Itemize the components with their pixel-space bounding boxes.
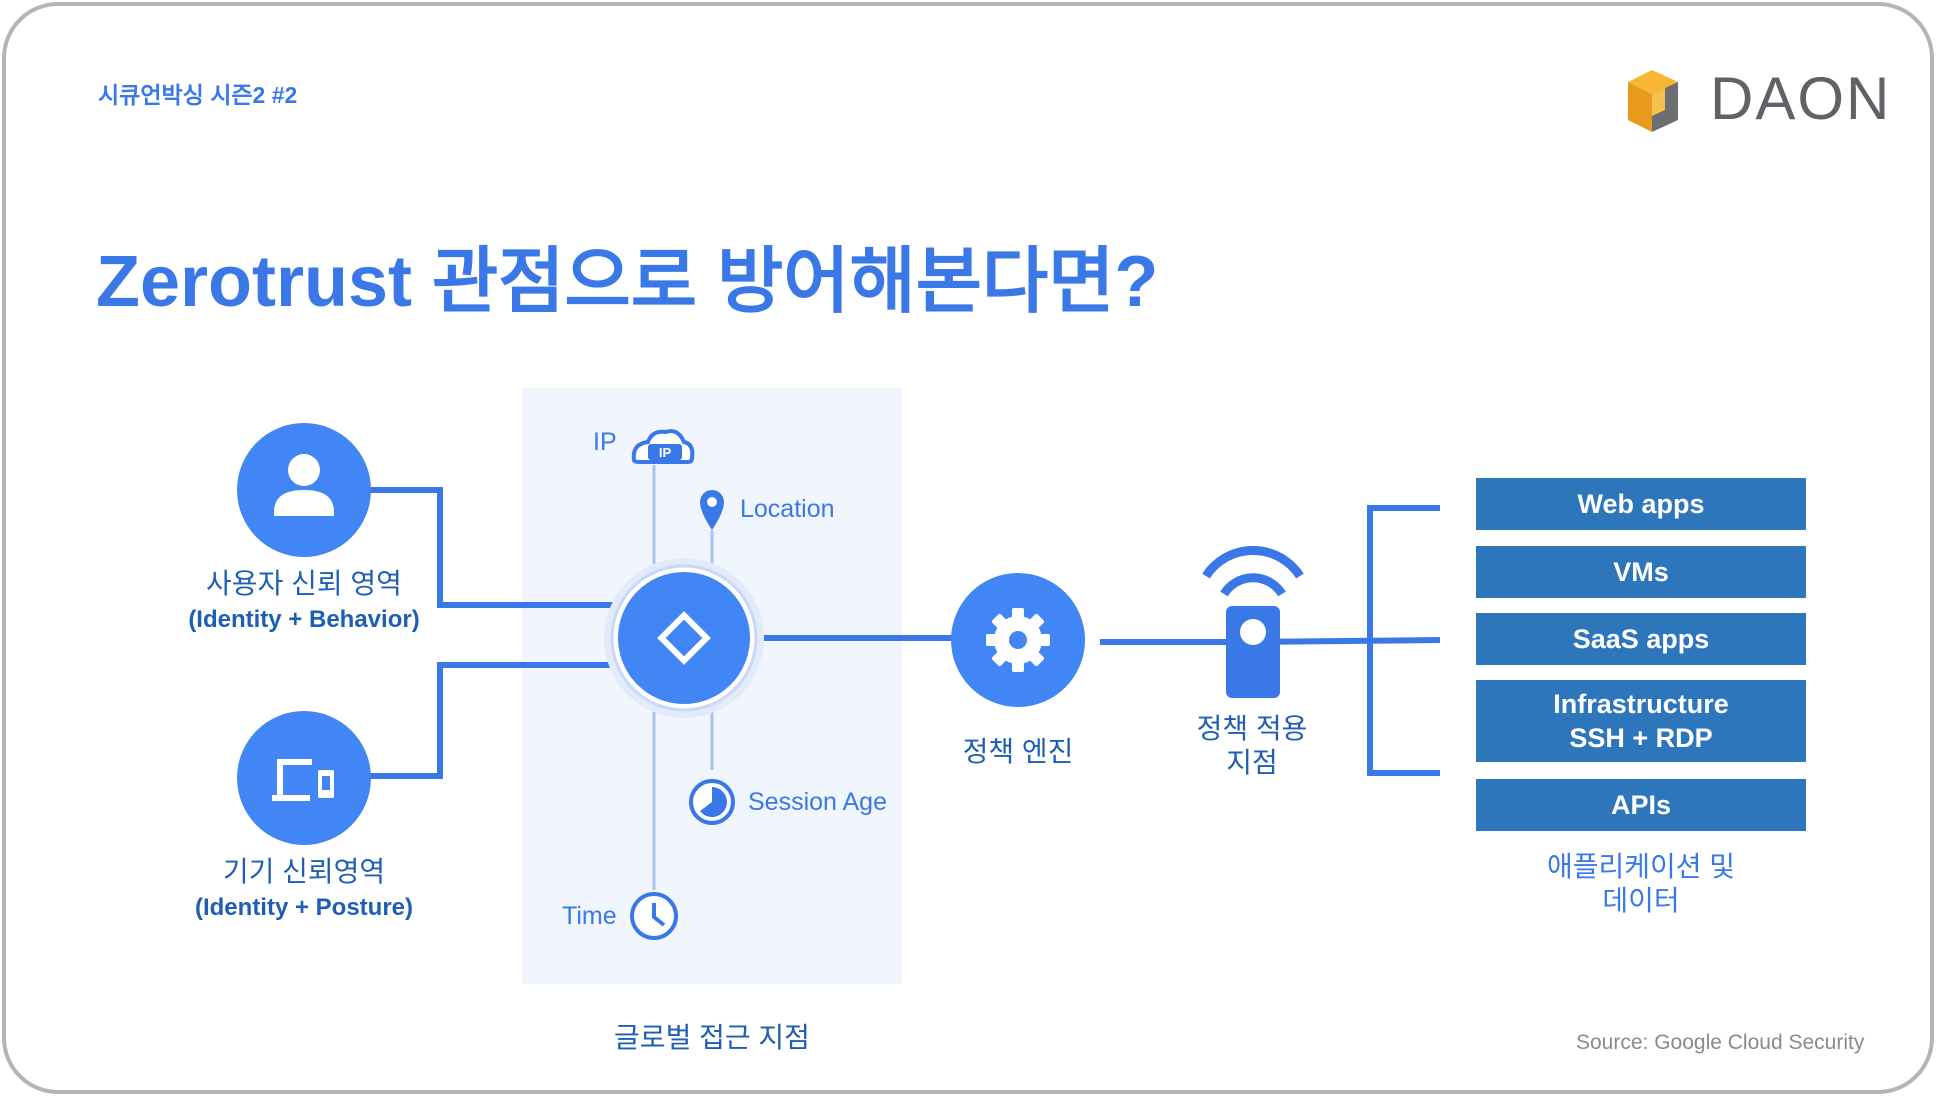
gear-icon (986, 608, 1050, 672)
access-point-label: 글로벌 접근 지점 (614, 1022, 810, 1053)
app-box-vms: VMs (1476, 546, 1806, 598)
enforcement-point-label: 정책 적용 지점 (1152, 712, 1352, 780)
apps-bracket (1367, 505, 1440, 776)
app-box-label: APIs (1610, 790, 1672, 820)
policy-engine-label: 정책 엔진 (962, 736, 1074, 767)
app-box-web-apps: Web apps (1476, 478, 1806, 530)
connector-lines (368, 487, 1441, 779)
policy-engine-circle (951, 573, 1085, 707)
person-icon (274, 454, 334, 516)
diamond-icon (657, 611, 711, 665)
enforcement-to-apps-line (1249, 637, 1441, 645)
user-zone-circle (237, 423, 371, 557)
signal-time-label: Time (562, 902, 617, 930)
apps-caption-line2: 데이터 (1602, 885, 1680, 916)
ip-cloud-icon: IP (631, 429, 695, 464)
app-box-label-line1: Infrastructure (1553, 689, 1729, 719)
apps-caption-line1: 애플리케이션 및 (1546, 851, 1736, 882)
location-pin-icon (700, 490, 724, 530)
app-box-infrastructure: Infrastructure SSH + RDP (1476, 680, 1806, 762)
daon-logo-text: DAON (1710, 65, 1892, 132)
devices-icon (272, 759, 334, 801)
series-label: 시큐언박싱 시즌2 #2 (98, 82, 298, 108)
device-zone-subtitle: (Identity + Posture) (194, 894, 414, 921)
page-title: Zerotrust 관점으로 방어해본다면? (96, 242, 1159, 322)
wifi-icon (1202, 545, 1304, 597)
ip-badge-text: IP (659, 445, 672, 460)
access-point-circle (604, 558, 764, 718)
device-zone-circle (237, 711, 371, 845)
clock-icon (630, 892, 678, 940)
app-box-saas-apps: SaaS apps (1476, 613, 1806, 665)
daon-logo (1628, 70, 1678, 132)
enforcement-label-line2: 지점 (1226, 747, 1278, 778)
app-box-label: Web apps (1577, 489, 1705, 519)
device-zone-label: 기기 신뢰영역 (Identity + Posture) (144, 850, 464, 922)
signal-ip-label: IP (593, 428, 617, 456)
signal-session-age-label: Session Age (748, 788, 887, 816)
enforcement-device (1202, 545, 1304, 698)
app-box-label: VMs (1613, 557, 1669, 587)
user-connector (368, 487, 628, 608)
apps-caption: 애플리케이션 및 데이터 (1476, 850, 1806, 918)
user-zone-subtitle: (Identity + Behavior) (188, 606, 420, 633)
user-zone-title: 사용자 신뢰 영역 (206, 568, 402, 599)
source-credit: Source: Google Cloud Security (1576, 1031, 1865, 1054)
signal-location-label: Location (740, 495, 835, 523)
device-connector (368, 662, 628, 779)
app-box-label: SaaS apps (1572, 624, 1710, 654)
daon-logo-mark (1628, 70, 1678, 132)
app-box-apis: APIs (1476, 779, 1806, 831)
session-age-icon (689, 779, 735, 825)
device-zone-title: 기기 신뢰영역 (222, 856, 386, 887)
app-box-label-line2: SSH + RDP (1569, 723, 1713, 753)
enforcement-label-line1: 정책 적용 (1196, 713, 1308, 744)
user-zone-label: 사용자 신뢰 영역 (Identity + Behavior) (144, 562, 464, 634)
